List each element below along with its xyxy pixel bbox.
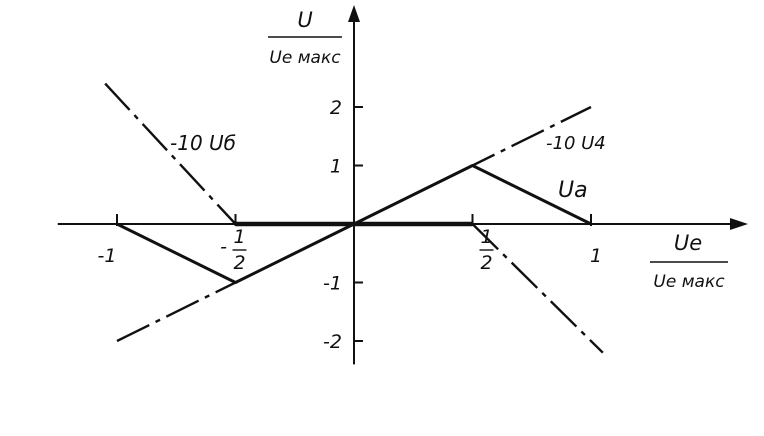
series-2-segment-0 [104,82,237,225]
x-tick-label-0: -1 [98,245,117,267]
x-tick-label-1: 1 [590,245,602,267]
x-axis-label-denominator: Ue макс [653,272,725,292]
x-fraction-num-1: 1 [480,226,492,248]
x-fraction-num-0: 1 [233,226,245,248]
annotation-10ub: -10 Uб [170,131,236,155]
x-axis-label-numerator: Ue [674,231,702,255]
y-axis-label-denominator: Ue макс [269,48,341,68]
annotation-10u4: -10 U4 [546,133,606,154]
y-tick-label-2: -1 [323,273,342,295]
x-fraction-den-1: 2 [480,252,492,274]
y-tick-label-1: 1 [330,156,342,178]
y-axis-label-numerator: U [297,8,312,32]
series-layer [104,82,604,354]
series-2-segment-2 [471,223,604,354]
y-axis-arrow [348,5,360,22]
x-axis-arrow [730,218,748,230]
y-tick-label-0: 2 [330,97,342,119]
x-fraction-den-0: 2 [233,252,245,274]
y-tick-label-3: -2 [323,331,342,353]
annotation-ua: Ua [558,178,588,203]
tick-marks [116,106,592,342]
x-fraction-sign-0: - [220,236,227,258]
